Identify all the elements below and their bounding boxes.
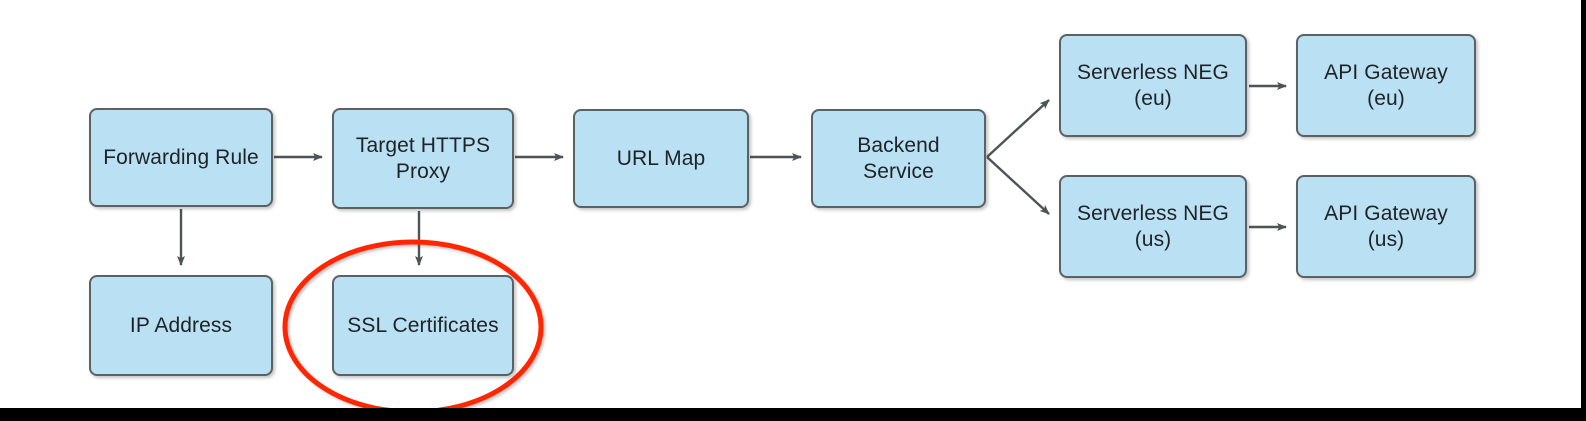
- node-serverless-neg-eu[interactable]: Serverless NEG (eu): [1059, 34, 1247, 137]
- edge-backend-service-to-serverless-neg-eu: [986, 99, 1050, 158]
- node-serverless-neg-eu-label: Serverless NEG (eu): [1077, 60, 1229, 110]
- node-api-gateway-eu[interactable]: API Gateway (eu): [1296, 34, 1476, 137]
- node-serverless-neg-us-label: Serverless NEG (us): [1077, 201, 1229, 251]
- node-ssl-certificates[interactable]: SSL Certificates: [332, 275, 514, 376]
- node-ip-address[interactable]: IP Address: [89, 275, 273, 376]
- node-api-gateway-eu-label: API Gateway (eu): [1324, 60, 1448, 110]
- node-api-gateway-us[interactable]: API Gateway (us): [1296, 175, 1476, 278]
- node-url-map-label: URL Map: [616, 146, 706, 170]
- node-backend-service-label: Backend Service: [857, 133, 940, 183]
- node-ssl-certificates-label: SSL Certificates: [347, 313, 499, 337]
- edges-group: [177, 82, 1287, 266]
- frame-border-right: [1581, 0, 1586, 421]
- node-target-https-proxy-label: Target HTTPS Proxy: [355, 133, 491, 183]
- frame-border-bottom: [0, 408, 1586, 421]
- node-serverless-neg-us[interactable]: Serverless NEG (us): [1059, 175, 1247, 278]
- node-ip-address-label: IP Address: [129, 313, 233, 337]
- node-forwarding-rule[interactable]: Forwarding Rule: [89, 108, 273, 207]
- node-target-https-proxy[interactable]: Target HTTPS Proxy: [332, 108, 514, 209]
- node-url-map[interactable]: URL Map: [573, 109, 749, 208]
- edge-backend-service-to-serverless-neg-us: [986, 156, 1050, 215]
- node-forwarding-rule-label: Forwarding Rule: [103, 145, 259, 169]
- node-backend-service[interactable]: Backend Service: [811, 109, 986, 208]
- node-api-gateway-us-label: API Gateway (us): [1324, 201, 1448, 251]
